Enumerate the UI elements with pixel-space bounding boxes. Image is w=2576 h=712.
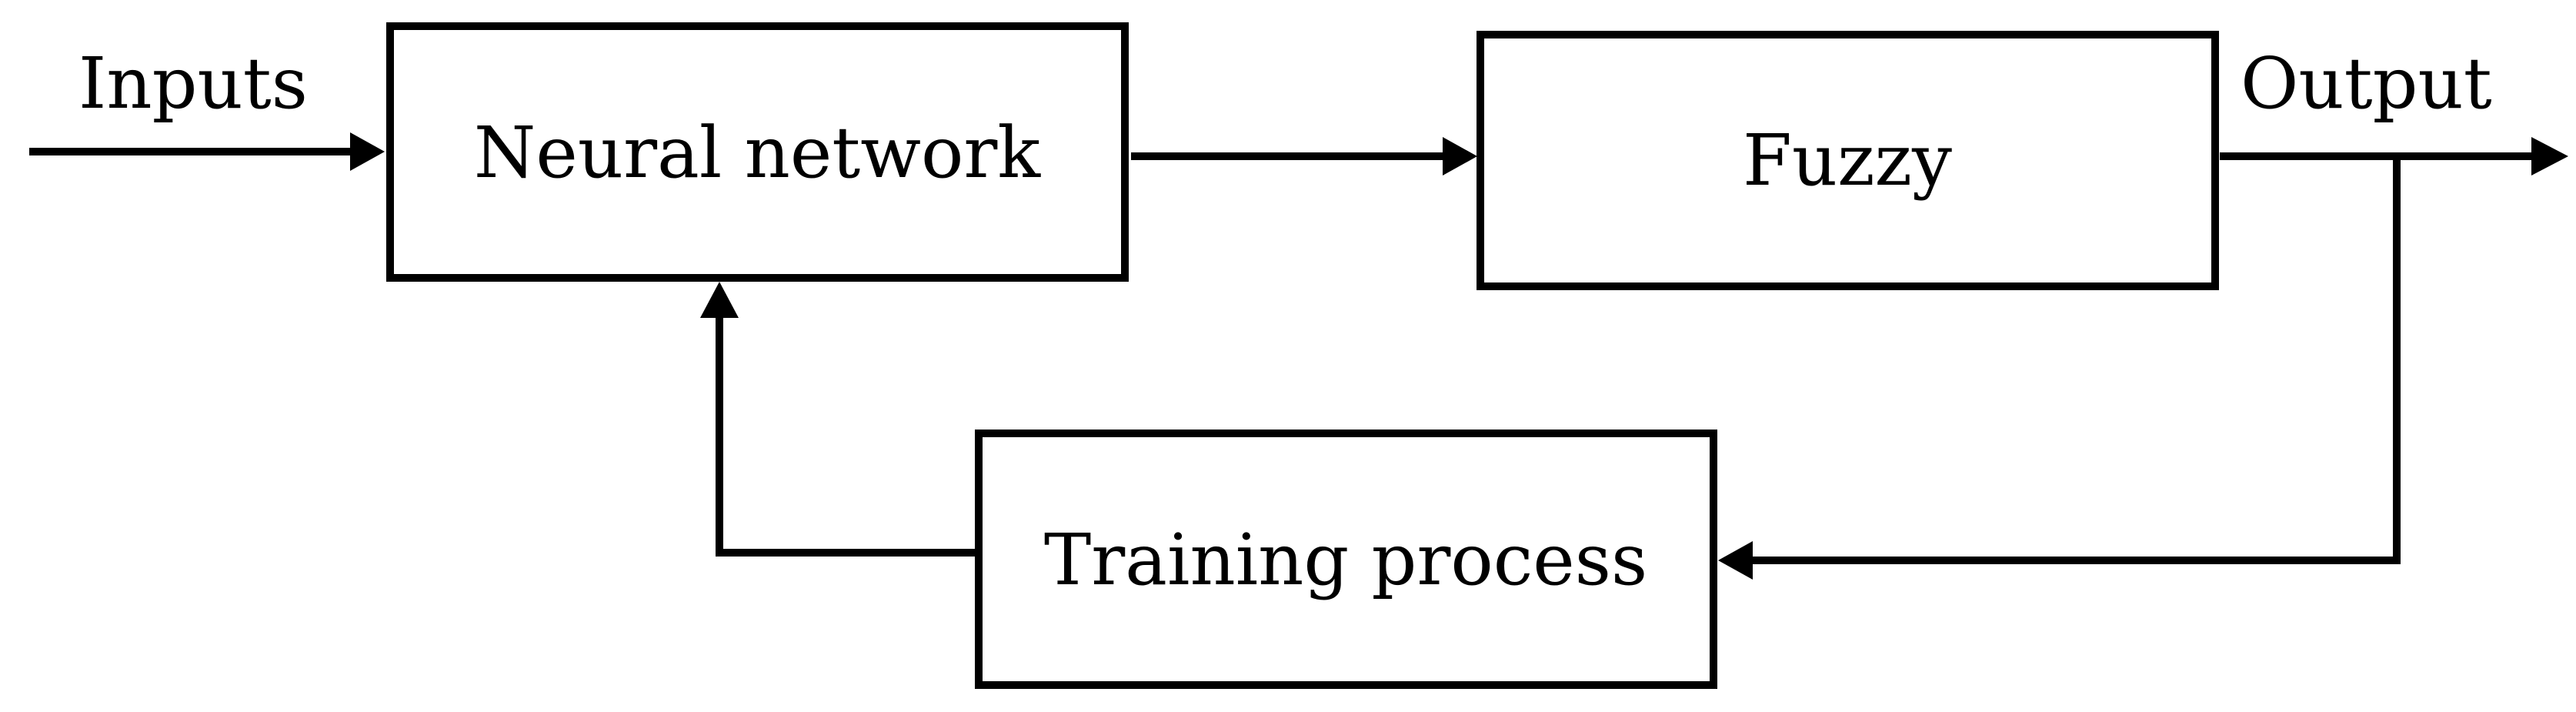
neural-network-label: Neural network <box>474 112 1041 194</box>
inputs-arrowhead <box>350 132 385 171</box>
nn-to-fuzzy-arrowhead <box>1443 137 1477 175</box>
fuzzy-block <box>1477 31 2219 290</box>
inputs-label: Inputs <box>78 42 308 125</box>
training-to-nn-arrowhead <box>700 282 739 318</box>
fuzzy-label: Fuzzy <box>1743 119 1952 202</box>
output-label: Output <box>2241 42 2492 125</box>
training-process-label: Training process <box>1044 519 1647 601</box>
output-arrowhead <box>2531 137 2568 175</box>
neural-network-block <box>386 22 1129 282</box>
training-to-nn-line <box>716 318 975 557</box>
feedback-arrowhead-training <box>1718 541 1753 580</box>
feedback-line-to-training <box>1753 156 2401 564</box>
training-process-block <box>975 430 1717 689</box>
